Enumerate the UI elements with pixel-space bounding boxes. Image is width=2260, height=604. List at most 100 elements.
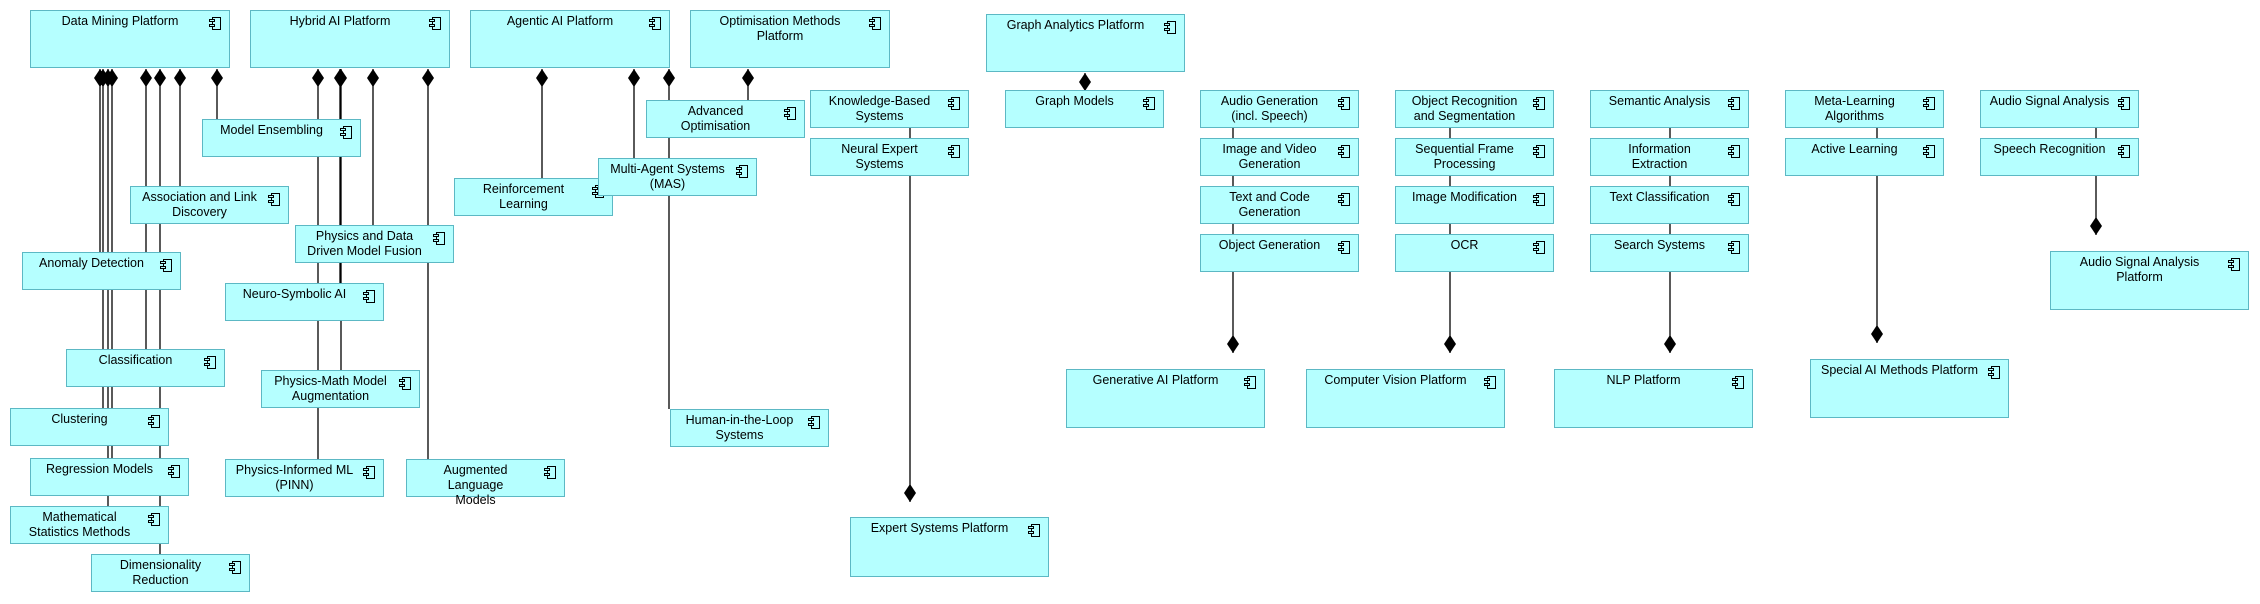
aggregation-diamond-marker [1664, 335, 1676, 353]
aggregation-diamond-marker [742, 69, 754, 87]
node-optimisation[interactable]: Optimisation Methods Platform [690, 10, 890, 68]
component-icon [363, 466, 375, 479]
link-agentic-mas[interactable] [628, 69, 640, 158]
node-neuro-symbolic[interactable]: Neuro-Symbolic AI [225, 283, 384, 321]
node-label: Advanced Optimisation [680, 104, 751, 133]
node-label: Regression Models [46, 462, 153, 476]
node-image-mod[interactable]: Image Modification [1395, 186, 1554, 224]
node-kbs[interactable]: Knowledge-Based Systems [810, 90, 969, 128]
node-label: Physics and Data Driven Model Fusion [307, 229, 422, 258]
component-icon [204, 356, 216, 369]
node-agentic-ai[interactable]: Agentic AI Platform [470, 10, 670, 68]
aggregation-diamond-marker [140, 69, 152, 87]
node-association-link[interactable]: Association and Link Discovery [130, 186, 289, 224]
aggregation-diamond-marker [2090, 217, 2102, 235]
aggregation-diamond-marker [335, 69, 347, 87]
node-speech-recog[interactable]: Speech Recognition [1980, 138, 2139, 176]
link-expert-kbs[interactable] [904, 128, 916, 502]
node-computer-vision[interactable]: Computer Vision Platform [1306, 369, 1505, 428]
link-graph-analytics-graph-models[interactable] [1079, 73, 1091, 91]
component-icon [168, 465, 180, 478]
node-semantic[interactable]: Semantic Analysis [1590, 90, 1749, 128]
node-info-extraction[interactable]: Information Extraction [1590, 138, 1749, 176]
node-label: Object Recognition and Segmentation [1411, 94, 1518, 123]
node-neural-expert[interactable]: Neural Expert Systems [810, 138, 969, 176]
node-reinforcement[interactable]: Reinforcement Learning [454, 178, 613, 216]
node-pinn[interactable]: Physics-Informed ML (PINN) [225, 459, 384, 497]
component-icon [808, 416, 820, 429]
node-label: Meta-Learning Algorithms [1814, 94, 1895, 123]
component-icon [1923, 145, 1935, 158]
node-label: Mathematical Statistics Methods [28, 510, 131, 539]
link-hybrid-augmented-language[interactable] [422, 69, 434, 459]
component-icon [363, 290, 375, 303]
node-label: Graph Analytics Platform [1006, 18, 1145, 32]
node-seq-frame[interactable]: Sequential Frame Processing [1395, 138, 1554, 176]
node-math-stats[interactable]: Mathematical Statistics Methods [10, 506, 169, 544]
component-icon [1533, 145, 1545, 158]
node-label: Anomaly Detection [39, 256, 144, 270]
node-text-code-gen[interactable]: Text and Code Generation [1200, 186, 1359, 224]
node-ocr[interactable]: OCR [1395, 234, 1554, 272]
node-clustering[interactable]: Clustering [10, 408, 169, 446]
aggregation-diamond-marker [1079, 73, 1091, 91]
link-optimisation-advanced-opt[interactable] [742, 69, 754, 100]
component-icon [1728, 241, 1740, 254]
node-graph-analytics[interactable]: Graph Analytics Platform [986, 14, 1185, 72]
component-icon [1728, 193, 1740, 206]
node-active-learning[interactable]: Active Learning [1785, 138, 1944, 176]
aggregation-diamond-marker [1444, 335, 1456, 353]
component-icon [148, 513, 160, 526]
component-icon [2118, 97, 2130, 110]
link-data-mining-model-ensembling[interactable] [211, 69, 223, 119]
node-physics-data-fusion[interactable]: Physics and Data Driven Model Fusion [295, 225, 454, 263]
node-label: Special AI Methods Platform [1820, 363, 1979, 377]
node-hitl[interactable]: Human-in-the-Loop Systems [670, 409, 829, 447]
node-augmented-language[interactable]: Augmented Language Models [406, 459, 565, 507]
node-hybrid-ai[interactable]: Hybrid AI Platform [250, 10, 450, 68]
node-text-class[interactable]: Text Classification [1590, 186, 1749, 224]
node-special-ai[interactable]: Special AI Methods Platform [1810, 359, 2009, 418]
node-advanced-opt[interactable]: Advanced Optimisation [646, 100, 805, 138]
node-anomaly-detection[interactable]: Anomaly Detection [22, 252, 181, 290]
component-icon [1728, 97, 1740, 110]
link-agentic-reinforcement[interactable] [536, 69, 548, 178]
node-graph-models[interactable]: Graph Models [1005, 90, 1164, 128]
node-meta-learning[interactable]: Meta-Learning Algorithms [1785, 90, 1944, 128]
node-audio-analysis[interactable]: Audio Signal Analysis [1980, 90, 2139, 128]
node-expert-systems[interactable]: Expert Systems Platform [850, 517, 1049, 577]
node-generative-ai[interactable]: Generative AI Platform [1066, 369, 1265, 428]
component-icon [433, 232, 445, 245]
component-icon [429, 17, 441, 30]
node-label: Dimensionality Reduction [119, 558, 202, 587]
node-search[interactable]: Search Systems [1590, 234, 1749, 272]
node-object-gen[interactable]: Object Generation [1200, 234, 1359, 272]
component-icon [1244, 376, 1256, 389]
node-mas[interactable]: Multi-Agent Systems (MAS) [598, 158, 757, 196]
node-data-mining[interactable]: Data Mining Platform [30, 10, 230, 68]
node-label: Audio Signal Analysis Platform [2079, 255, 2200, 284]
node-dim-reduction[interactable]: Dimensionality Reduction [91, 554, 250, 592]
node-audio-gen[interactable]: Audio Generation (incl. Speech) [1200, 90, 1359, 128]
node-object-recog[interactable]: Object Recognition and Segmentation [1395, 90, 1554, 128]
aggregation-diamond-marker [663, 69, 675, 87]
link-data-mining-association[interactable] [174, 69, 186, 186]
node-regression[interactable]: Regression Models [30, 458, 189, 496]
node-label: Text and Code Generation [1229, 190, 1310, 219]
node-image-video-gen[interactable]: Image and Video Generation [1200, 138, 1359, 176]
link-hybrid-physics-data-fusion[interactable] [367, 69, 379, 225]
component-icon [1338, 193, 1350, 206]
node-classification[interactable]: Classification [66, 349, 225, 387]
node-nlp[interactable]: NLP Platform [1554, 369, 1753, 428]
node-audio-signal[interactable]: Audio Signal Analysis Platform [2050, 251, 2249, 310]
node-label: Augmented Language Models [443, 463, 508, 507]
node-model-ensembling[interactable]: Model Ensembling [202, 119, 361, 157]
component-icon [1338, 97, 1350, 110]
component-icon [148, 415, 160, 428]
component-icon [1338, 241, 1350, 254]
component-icon [736, 165, 748, 178]
component-icon [1143, 97, 1155, 110]
node-label: Model Ensembling [220, 123, 323, 137]
node-physics-math-aug[interactable]: Physics-Math Model Augmentation [261, 370, 420, 408]
